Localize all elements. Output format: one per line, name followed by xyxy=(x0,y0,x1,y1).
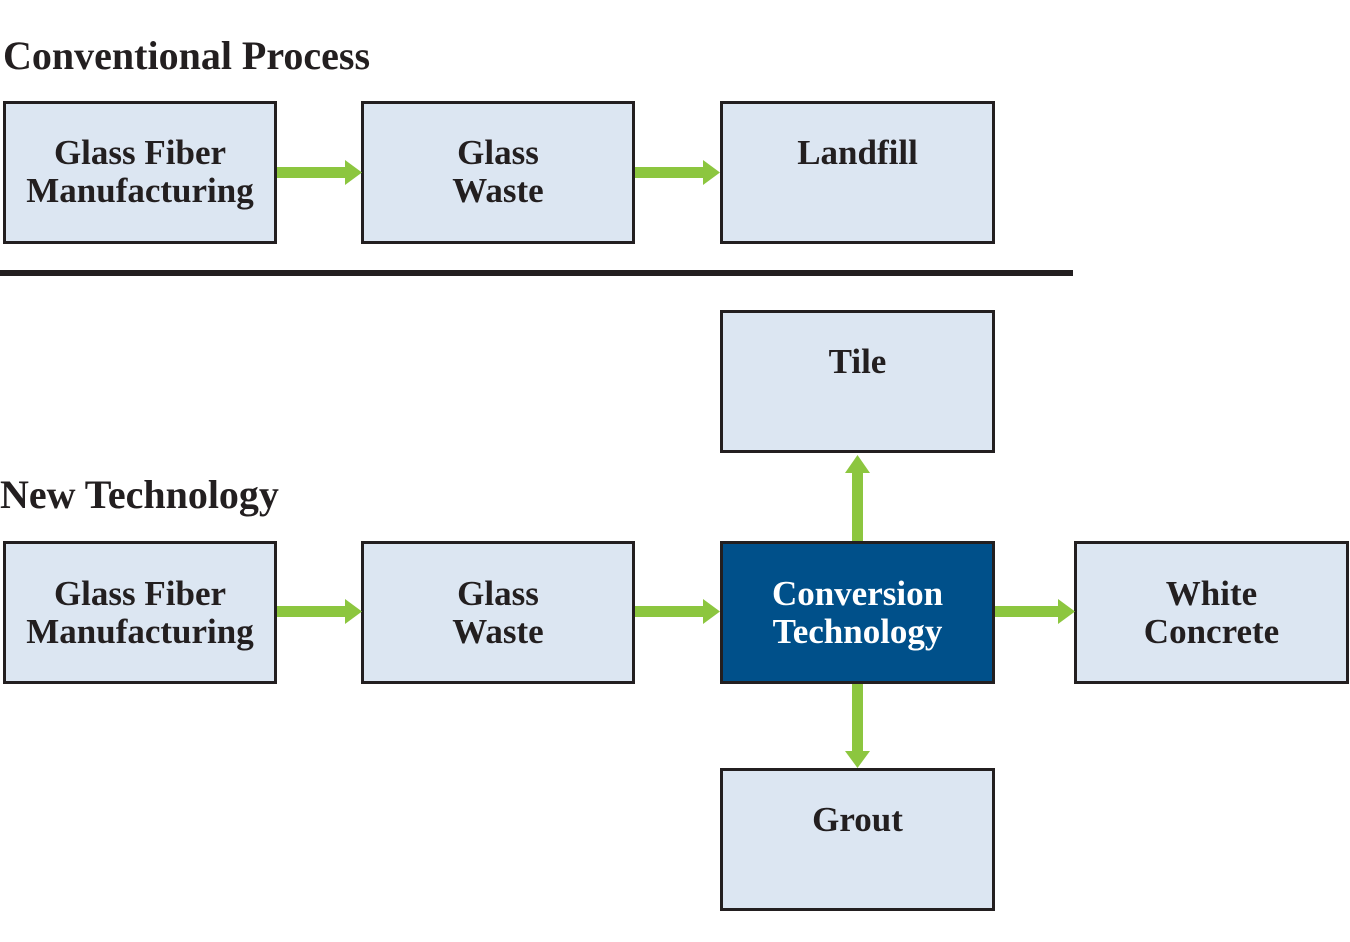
conventional-glass-fiber-manufacturing-box: Glass Fiber Manufacturing xyxy=(3,101,277,244)
box-label: Glass Waste xyxy=(452,133,544,210)
box-label: White Concrete xyxy=(1143,573,1280,651)
conversion-technology-box: Conversion Technology xyxy=(720,541,995,684)
grout-box: Grout xyxy=(720,768,995,911)
arrow-right-icon xyxy=(277,160,362,185)
conventional-process-title: Conventional Process xyxy=(3,33,371,78)
new-glass-waste-box: Glass Waste xyxy=(361,541,635,684)
box-label: Glass Waste xyxy=(452,573,544,651)
box-label: Conversion Technology xyxy=(771,573,944,651)
arrow-up-icon xyxy=(845,455,870,541)
white-concrete-box: White Concrete xyxy=(1074,541,1349,684)
arrow-right-icon xyxy=(277,599,362,624)
box-label: Glass Fiber Manufacturing xyxy=(26,573,254,651)
new-glass-fiber-manufacturing-box: Glass Fiber Manufacturing xyxy=(3,541,277,684)
tile-box: Tile xyxy=(720,310,995,453)
arrow-right-icon xyxy=(635,599,720,624)
conventional-glass-waste-box: Glass Waste xyxy=(361,101,635,244)
landfill-box: Landfill xyxy=(720,101,995,244)
arrow-down-icon xyxy=(845,684,870,768)
section-divider xyxy=(0,270,1073,276)
box-label: Glass Fiber Manufacturing xyxy=(26,133,254,210)
box-label: Landfill xyxy=(797,133,918,172)
arrow-right-icon xyxy=(635,160,720,185)
new-technology-title: New Technology xyxy=(0,472,279,517)
arrow-right-icon xyxy=(995,599,1075,624)
box-label: Grout xyxy=(812,800,903,839)
box-label: Tile xyxy=(828,342,887,381)
